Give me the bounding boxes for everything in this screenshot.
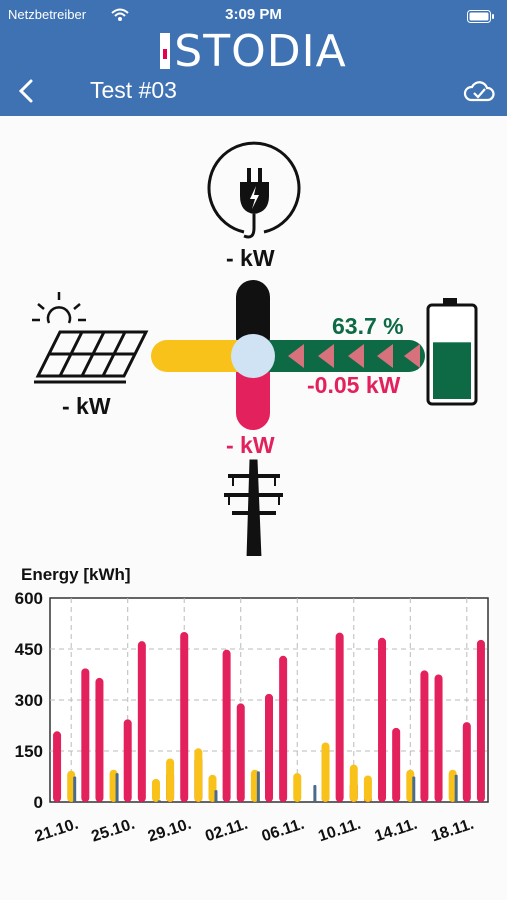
bar bbox=[412, 776, 416, 802]
x-tick-label: 10.11. bbox=[316, 816, 363, 846]
bar bbox=[53, 731, 62, 802]
brand-logo-mark bbox=[160, 33, 171, 69]
bar bbox=[476, 639, 485, 802]
bar bbox=[214, 790, 218, 802]
solar-panel-icon bbox=[34, 330, 149, 384]
bar bbox=[363, 775, 372, 802]
sun-icon bbox=[32, 292, 86, 324]
bar bbox=[321, 742, 330, 802]
hub-node bbox=[231, 334, 275, 378]
bar bbox=[236, 703, 245, 802]
y-tick-label: 450 bbox=[15, 640, 43, 659]
bar bbox=[434, 674, 443, 802]
bar bbox=[222, 649, 231, 802]
battery-soc-value: 63.7 % bbox=[332, 313, 404, 339]
bar bbox=[349, 764, 358, 802]
grid-power-value: - kW bbox=[226, 432, 275, 458]
x-tick-label: 06.11. bbox=[260, 816, 307, 846]
bar bbox=[279, 655, 288, 802]
x-tick-label: 21.10. bbox=[33, 816, 81, 846]
bar bbox=[137, 641, 146, 802]
bar bbox=[392, 727, 401, 802]
solar-power-value: - kW bbox=[62, 393, 111, 419]
cloud-check-icon[interactable] bbox=[463, 80, 495, 102]
home-power-value: - kW bbox=[226, 245, 275, 271]
y-tick-label: 300 bbox=[15, 691, 43, 710]
y-tick-label: 600 bbox=[15, 589, 43, 608]
bar bbox=[73, 776, 77, 802]
chevron-left-icon[interactable] bbox=[16, 78, 36, 104]
brand-text: STODIA bbox=[174, 26, 347, 77]
battery-flow-arrows bbox=[288, 344, 420, 368]
battery-status-icon bbox=[467, 10, 494, 23]
energy-bar-chart: 0 150 300 450 600 21.10. 25.10. 29.10. 02.11. 06.… bbox=[15, 589, 489, 846]
x-tick-label: 18.11. bbox=[429, 816, 476, 846]
battery-flow-bar bbox=[245, 340, 425, 372]
bar bbox=[293, 773, 302, 802]
bar bbox=[265, 693, 273, 802]
bar bbox=[115, 773, 119, 802]
battery-power-value: -0.05 kW bbox=[307, 372, 401, 398]
battery-level-fill bbox=[433, 342, 471, 399]
carrier-label: Netzbetreiber bbox=[8, 7, 87, 22]
x-tick-label: 29.10. bbox=[146, 816, 194, 846]
bar bbox=[123, 719, 132, 802]
bar bbox=[454, 774, 458, 802]
battery-icon bbox=[426, 298, 478, 406]
y-tick-label: 150 bbox=[15, 742, 43, 761]
wifi-icon bbox=[111, 8, 129, 21]
bar bbox=[256, 771, 260, 802]
bar bbox=[157, 800, 161, 802]
chart-title: Energy [kWh] bbox=[21, 565, 131, 584]
bar bbox=[420, 670, 429, 802]
bar bbox=[151, 778, 160, 802]
page-title: Test #03 bbox=[90, 77, 177, 103]
bar bbox=[81, 668, 90, 802]
power-flow-diagram bbox=[32, 141, 478, 556]
bar bbox=[194, 748, 203, 802]
plug-icon bbox=[207, 141, 301, 239]
app-header: Netzbetreiber 3:09 PM STODIA Test #03 bbox=[0, 0, 507, 116]
clock: 3:09 PM bbox=[225, 6, 282, 23]
x-tick-label: 14.11. bbox=[373, 816, 420, 846]
brand-logo: STODIA bbox=[0, 26, 507, 77]
bar bbox=[166, 758, 175, 802]
bar bbox=[335, 632, 344, 802]
x-tick-label: 02.11. bbox=[203, 816, 250, 846]
bar bbox=[462, 722, 471, 802]
y-tick-label: 0 bbox=[34, 793, 43, 812]
bar bbox=[313, 785, 317, 802]
bar bbox=[95, 677, 104, 802]
power-pylon-icon bbox=[224, 459, 283, 556]
x-tick-label: 25.10. bbox=[89, 816, 137, 846]
bar bbox=[180, 632, 189, 802]
status-bar: Netzbetreiber 3:09 PM bbox=[0, 6, 507, 26]
bar bbox=[378, 637, 387, 802]
